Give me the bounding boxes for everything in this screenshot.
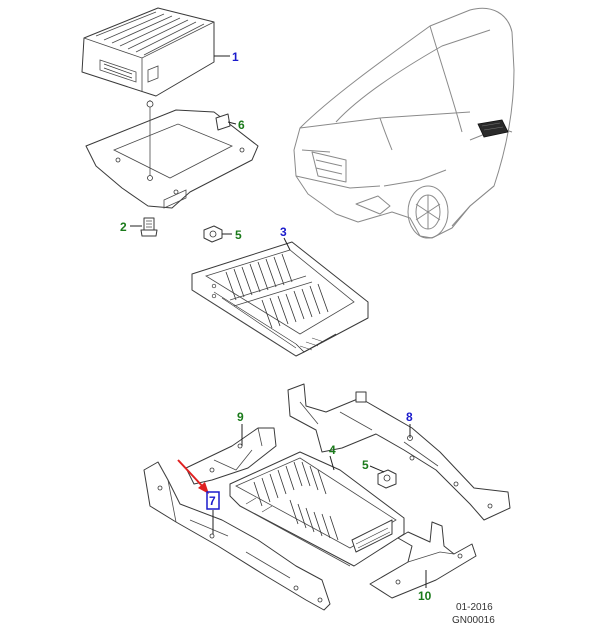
vehicle-locator-illustration: [293, 7, 515, 239]
upper-bracket-part-6: [85, 100, 259, 209]
red-highlight-arrow: [177, 459, 209, 494]
upper-tray-part-3: [191, 241, 369, 357]
callout-5-lower: 5: [362, 458, 369, 472]
callout-10: 10: [418, 589, 432, 603]
vehicle-module-location-marker: [477, 119, 509, 138]
callout-3: 3: [280, 225, 287, 239]
strap-bracket-part-10: [369, 521, 477, 599]
callout-4: 4: [329, 443, 336, 457]
nut-part-5-upper: [203, 225, 223, 243]
callout-6: 6: [238, 118, 245, 132]
diagram-date: 01-2016: [456, 602, 493, 613]
bolt-part-2: [140, 217, 158, 237]
highlight-box: [206, 491, 220, 510]
callout-1: 1: [232, 50, 239, 64]
callout-9: 9: [237, 410, 244, 424]
diagram-code: GN00016: [452, 615, 495, 626]
callout-labels: 1 2 3 4 5 5 6 7 8 9 10: [120, 50, 432, 603]
callout-2: 2: [120, 220, 127, 234]
rear-bracket-part-8: [287, 383, 511, 521]
leader-lines: [130, 55, 427, 588]
callout-8: 8: [406, 410, 413, 424]
callout-5-upper: 5: [235, 228, 242, 242]
nut-part-5-lower: [377, 469, 397, 489]
left-bracket-part-7: [143, 461, 331, 611]
amplifier-module-part-1: [81, 7, 215, 97]
callout-7: 7: [209, 494, 216, 508]
